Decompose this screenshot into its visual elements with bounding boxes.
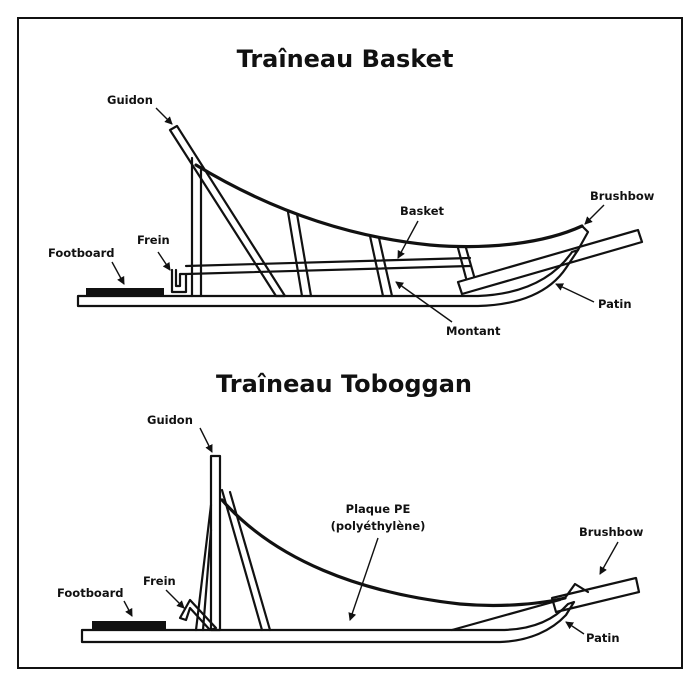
toboggan-label-plaque-sub: (polyéthylène) xyxy=(331,519,426,533)
toboggan-label-brushbow: Brushbow xyxy=(579,525,644,539)
toboggan-plaque-edge xyxy=(220,498,567,608)
basket-arrow-footboard xyxy=(111,261,125,285)
basket-bed-rail xyxy=(184,256,472,276)
basket-sled xyxy=(76,124,644,308)
basket-footboard xyxy=(86,288,164,295)
toboggan-brace-front xyxy=(220,488,272,632)
basket-arrow-guidon xyxy=(155,107,173,125)
basket-montant-3 xyxy=(456,246,476,280)
basket-label-montant: Montant xyxy=(446,324,501,338)
basket-sled-title: Traîneau Basket xyxy=(237,45,454,73)
toboggan-footboard xyxy=(92,621,166,629)
basket-arrow-brushbow xyxy=(584,204,605,225)
basket-label-guidon: Guidon xyxy=(107,93,153,107)
basket-handlebar xyxy=(168,124,287,298)
basket-label-patin: Patin xyxy=(598,297,632,311)
basket-label-footboard: Footboard xyxy=(48,246,114,260)
diagram-frame xyxy=(17,17,683,669)
basket-stanchion-rear xyxy=(190,156,203,298)
basket-brushbow xyxy=(456,228,644,296)
basket-arrow-basket xyxy=(397,220,419,259)
toboggan-arrow-brushbow xyxy=(599,541,619,575)
basket-arrow-montant xyxy=(395,281,453,323)
basket-arrow-patin xyxy=(555,283,595,303)
basket-arrow-frein xyxy=(157,251,171,271)
basket-montant-1 xyxy=(286,210,313,298)
toboggan-arrow-patin xyxy=(565,621,585,635)
toboggan-sled xyxy=(80,454,641,644)
toboggan-handlebar xyxy=(209,454,222,632)
toboggan-label-footboard: Footboard xyxy=(57,586,123,600)
basket-bow-tip xyxy=(576,224,590,252)
basket-top-rail xyxy=(194,163,584,249)
toboggan-arrow-guidon xyxy=(199,427,213,453)
toboggan-label-frein: Frein xyxy=(143,574,176,588)
toboggan-arrow-footboard xyxy=(123,600,133,617)
toboggan-sled-title: Traîneau Toboggan xyxy=(216,370,472,398)
basket-montant-2 xyxy=(368,234,394,298)
toboggan-label-plaque: Plaque PE xyxy=(346,502,411,516)
basket-runner xyxy=(76,248,580,308)
toboggan-label-patin: Patin xyxy=(586,631,620,645)
basket-label-brushbow: Brushbow xyxy=(590,189,655,203)
basket-brake xyxy=(170,268,188,294)
toboggan-brushbow xyxy=(550,576,641,614)
toboggan-brace-rear xyxy=(194,503,213,632)
toboggan-arrow-plaque xyxy=(348,537,379,621)
toboggan-label-guidon: Guidon xyxy=(147,413,193,427)
toboggan-brake xyxy=(178,598,218,632)
basket-label-basket: Basket xyxy=(400,204,445,218)
basket-label-frein: Frein xyxy=(137,233,170,247)
toboggan-arrow-frein xyxy=(165,589,185,609)
toboggan-plaque-sheet xyxy=(450,598,562,632)
